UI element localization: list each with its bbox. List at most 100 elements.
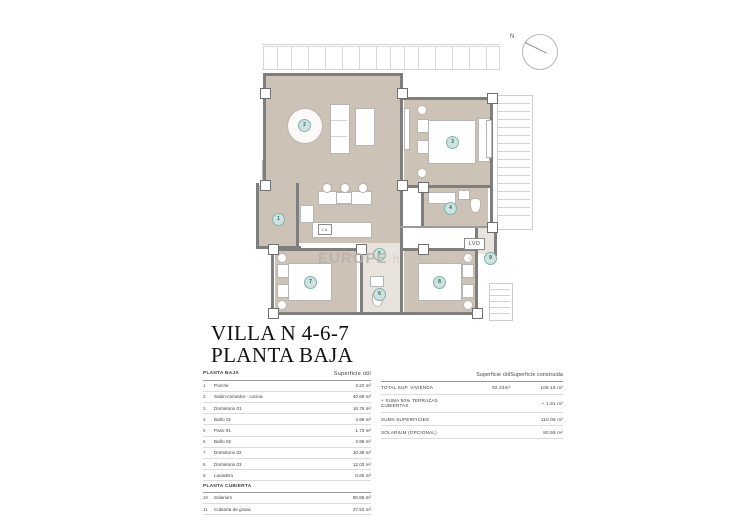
wall-kitchen-left [296,183,299,249]
wall-bedroom02-top [271,248,363,251]
title-line-1: VILLA N 4-6-7 [211,321,350,345]
window-bedroom01-right [486,120,492,158]
table-row: 6 Baño 02 3.96 m² [203,436,371,448]
row-number: 3 [203,402,214,415]
row-number: 2 [203,391,214,403]
row-name: Paso 01 [214,424,303,437]
room-marker-4: 4 [444,202,457,215]
wall-top-bedroom01 [403,97,493,100]
row-name: Dormitorio 02 [214,447,303,459]
summary-util [464,394,511,413]
summary-row: SUMA SUPERFICIES 110.06 m² [381,412,563,427]
row-number: 11 [203,503,214,516]
compass-circle [522,34,558,70]
row-name: Salón-comedor - cocina [214,391,303,403]
summary-construida: 80.55 m² [510,425,563,440]
wall-right-bedroom01 [490,97,493,227]
table-planta-baja: PLANTA BAJA Superficie útil 1 Porche 3.2… [203,368,371,516]
table-section-row: PLANTA CUBIERTA [203,480,371,493]
wall-bedroom03-top [400,248,478,251]
furniture-lamp-01b [417,168,427,178]
furniture-lamp-03a [463,253,473,263]
row-area: 27.53 m² [302,503,371,516]
table-row: 2 Salón-comedor - cocina 40.69 m² [203,391,371,403]
room-marker-5-label: 5 [378,251,381,257]
table-row: 3 Dormitorio 01 16.76 m² [203,402,371,415]
wall-left-main [263,73,266,185]
summary-col-construida: Superficie construida [510,368,563,382]
summary-construida: 108.15 m² [510,381,563,395]
summary-row: SOLARIUM (OPCIONAL) 80.55 m² [381,425,563,440]
room-marker-1: 1 [272,213,285,226]
row-name: Cubierta de grava [214,503,303,516]
pier-9 [472,308,483,319]
page-title: VILLA N 4-6-7 PLANTA BAJA [211,322,353,366]
row-name: Solarium [214,492,303,505]
wall-right-living [400,73,403,248]
row-area: 4.69 m² [302,413,371,426]
compass-icon: N [504,26,560,74]
row-number: 1 [203,380,214,392]
title-line-2: PLANTA BAJA [211,343,354,368]
compass-north-label: N [510,34,515,40]
row-number: 5 [203,424,214,437]
furniture-toilet-01 [470,198,481,213]
summary-label: SOLARIUM (OPCIONAL) [381,425,465,440]
table-header-row: PLANTA BAJA Superficie útil [203,368,371,381]
pier-12 [418,182,429,193]
table-row: 7 Dormitorio 02 10.35 m² [203,447,371,459]
room-marker-6: 6 [373,288,386,301]
table-row: 9 Lavadero 0.60 m² [203,469,371,482]
pier-1 [260,88,271,99]
row-name: Porche [214,380,303,392]
pier-4 [260,180,271,191]
wall-left-porch [256,183,259,249]
summary-construida: 110.06 m² [510,412,563,427]
summary-label: + SUMA 50% TERRAZAS CUBIERTAS [381,394,465,413]
furniture-nightstand-01b [417,140,429,154]
furniture-bathtub-01 [428,192,456,204]
room-marker-9: 9 [484,252,497,265]
table-row: 8 Dormitorio 03 12.03 m² [203,458,371,471]
room-marker-8: 8 [433,276,446,289]
table-row: 11 Cubierta de grava 27.53 m² [203,503,371,516]
summary-row: + SUMA 50% TERRAZAS CUBIERTAS + 1.91 m² [381,394,563,413]
pier-7 [268,244,279,255]
wall-bath02-right [400,248,403,315]
row-name: Baño 02 [214,436,303,448]
wall-bath01-bottom [421,226,495,228]
room-marker-1-label: 1 [277,216,280,222]
furniture-lamp-01a [417,105,427,115]
row-area: 0.60 m² [302,469,371,482]
row-number: 9 [203,469,214,482]
wall-bath01-left [421,186,424,228]
summary-label: TOTAL SUP. VIVIENDA [381,381,465,395]
furniture-nightstand-02a [277,264,289,278]
pier-10 [356,244,367,255]
table-area-column-header: Superficie útil [302,368,371,381]
pier-11 [418,244,429,255]
wall-bedroom01-bottom [403,185,493,188]
floor-plan-drawing: LV [256,26,560,321]
pier-2 [397,88,408,99]
room-marker-9-label: 9 [489,255,492,261]
furniture-lamp-02a [277,253,287,263]
row-number: 10 [203,492,214,505]
row-name: Lavadero [214,469,303,482]
row-name: Dormitorio 03 [214,458,303,471]
furniture-rug [355,108,375,146]
table-summary: Superficie útil Superficie construida TO… [381,368,563,440]
room-marker-8-label: 8 [438,279,441,285]
pier-8 [268,308,279,319]
room-marker-2-label: 2 [303,122,306,128]
table-row: 1 Porche 3.22 m² [203,380,371,392]
room-marker-3: 3 [446,136,459,149]
row-area: 80.55 m² [302,492,371,505]
furniture-lamp-02b [277,300,287,310]
room-marker-3-label: 3 [451,139,454,145]
row-number: 6 [203,436,214,448]
wall-house-bottom [271,312,477,315]
pier-5 [487,93,498,104]
summary-blank-header [381,368,465,382]
